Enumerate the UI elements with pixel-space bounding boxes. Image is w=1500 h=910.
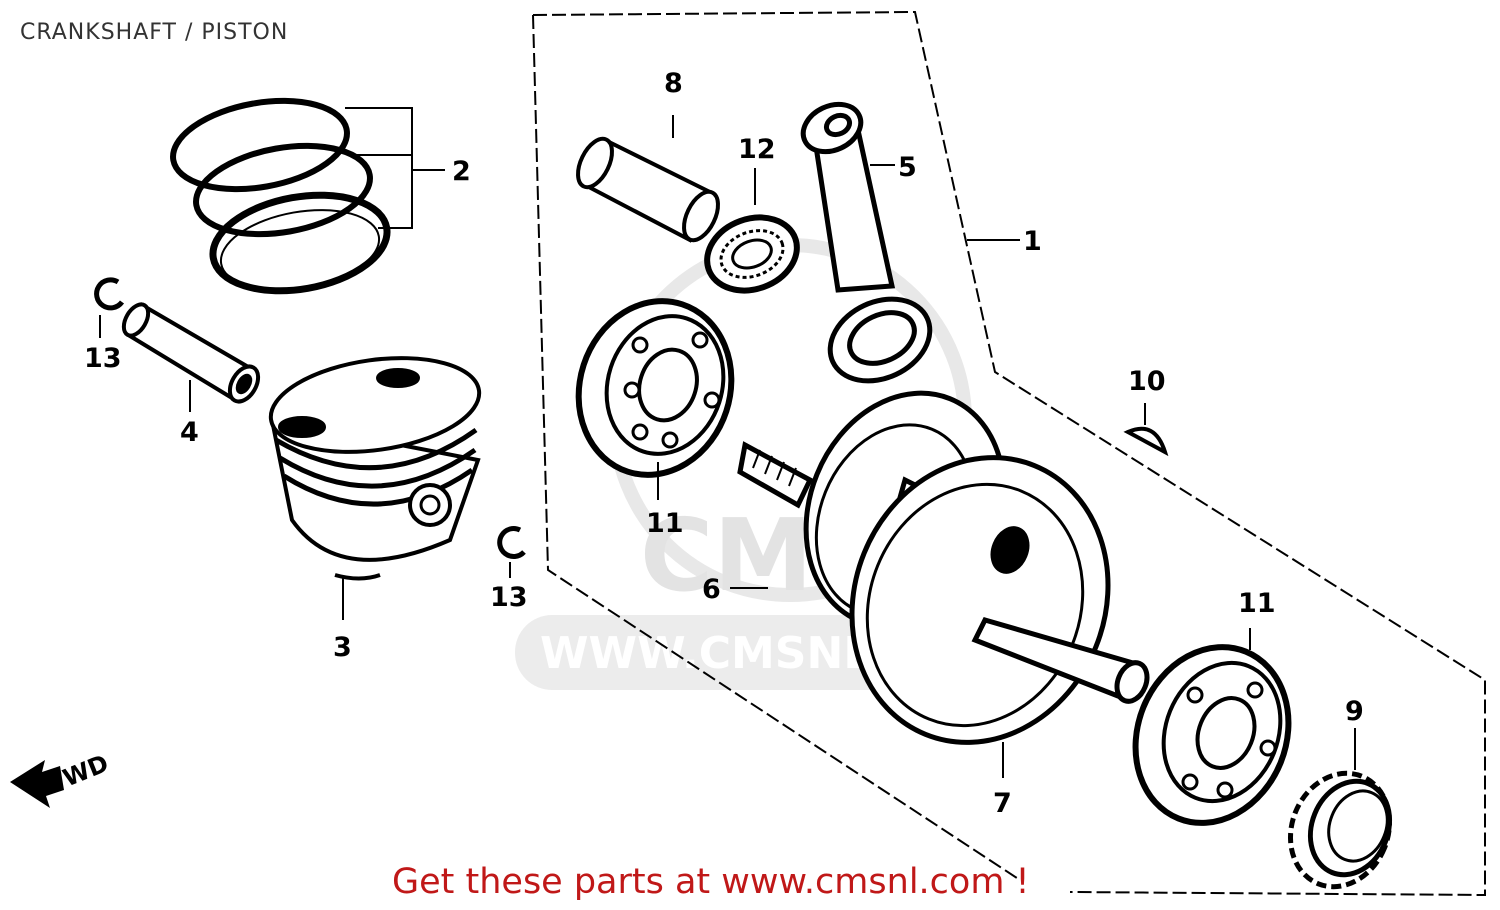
callout-1: 1 [1023, 226, 1042, 257]
timing-sprocket [1287, 770, 1393, 890]
callout-11-left: 11 [646, 508, 684, 539]
footer-link[interactable]: Get these parts at www.cmsnl.com ! [392, 862, 1030, 902]
callout-6: 6 [702, 574, 721, 605]
crankshaft [737, 390, 1150, 745]
page-title: CRANKSHAFT / PISTON [20, 20, 289, 45]
callout-13-left: 13 [84, 343, 122, 374]
assembly-boundary-left [532, 14, 1021, 881]
callout-7: 7 [993, 788, 1012, 819]
crank-pin [576, 136, 720, 243]
woodruff-key [1123, 426, 1169, 457]
piston-pin [121, 302, 261, 404]
ball-bearing-right [1132, 644, 1292, 826]
callout-11-right: 11 [1238, 588, 1276, 619]
piston-rings [170, 97, 391, 295]
callout-4: 4 [180, 417, 199, 448]
leader-lines [99, 107, 1356, 778]
needle-bearing [704, 214, 800, 294]
piston [268, 356, 482, 581]
callout-8: 8 [664, 68, 683, 99]
ball-bearing-left [575, 298, 735, 478]
fwd-arrow: FWD [10, 749, 112, 808]
callouts: 1 2 3 4 5 6 7 8 9 10 11 11 12 13 13 [84, 68, 1364, 819]
callout-3: 3 [333, 632, 352, 663]
circlip-right [497, 526, 526, 559]
circlip-left [94, 277, 125, 311]
callout-12: 12 [738, 134, 776, 165]
callout-2: 2 [452, 156, 471, 187]
connecting-rod [800, 101, 933, 384]
fwd-label: FWD [44, 749, 113, 798]
callout-5: 5 [898, 152, 917, 183]
callout-10: 10 [1128, 366, 1166, 397]
callout-9: 9 [1345, 696, 1364, 727]
callout-13-right: 13 [490, 582, 528, 613]
